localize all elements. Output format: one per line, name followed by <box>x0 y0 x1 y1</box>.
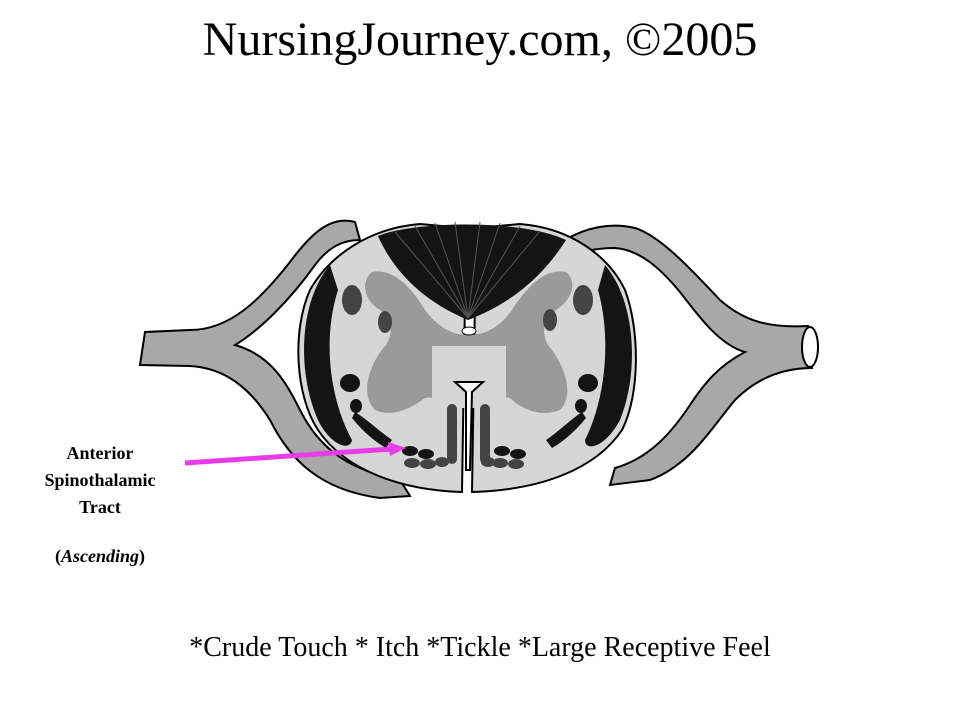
tract-label-line3: Tract <box>79 497 121 517</box>
tract-blob <box>378 311 392 333</box>
tract-direction: (Ascending) <box>54 546 145 566</box>
right-anterior-tract <box>481 446 526 469</box>
tract-blob <box>575 399 587 413</box>
pointer-arrow <box>184 442 406 466</box>
right-nerve-root <box>564 224 814 487</box>
tract-blob <box>352 412 392 448</box>
caption: *Crude Touch * Itch *Tickle *Large Recep… <box>189 632 771 663</box>
dorsal-column-lines <box>394 221 541 319</box>
anterior-spinothalamic-tract <box>402 446 449 469</box>
tract-label-line2: Spinothalamic <box>44 470 156 490</box>
anterior-bar <box>480 404 490 464</box>
tract-blob <box>578 374 598 392</box>
nerve-roots <box>138 219 819 500</box>
dorsal-columns <box>378 224 566 320</box>
central-canal <box>461 326 477 336</box>
left-nerve-root <box>138 219 412 500</box>
tract-blob <box>342 285 362 315</box>
tract-blob <box>546 412 586 448</box>
left-lateral-band <box>304 265 352 446</box>
gray-matter <box>365 271 573 413</box>
tract-blobs <box>340 285 598 448</box>
tract-blob <box>350 399 362 413</box>
tract-blob <box>543 309 557 331</box>
tract-blob <box>573 285 593 315</box>
anterior-median-fissure <box>452 381 486 471</box>
tract-blob <box>340 374 360 392</box>
page-title: NursingJourney.com, ©2005 <box>202 13 758 66</box>
right-lateral-band <box>585 265 632 447</box>
right-root-end <box>801 326 819 368</box>
anterior-bar <box>447 404 457 464</box>
tract-label-line1: Anterior <box>66 443 134 463</box>
tract-label: Anterior Spinothalamic Tract <box>10 440 190 521</box>
anterior-columns <box>447 404 490 464</box>
tract-direction-text: Ascending <box>60 546 139 566</box>
